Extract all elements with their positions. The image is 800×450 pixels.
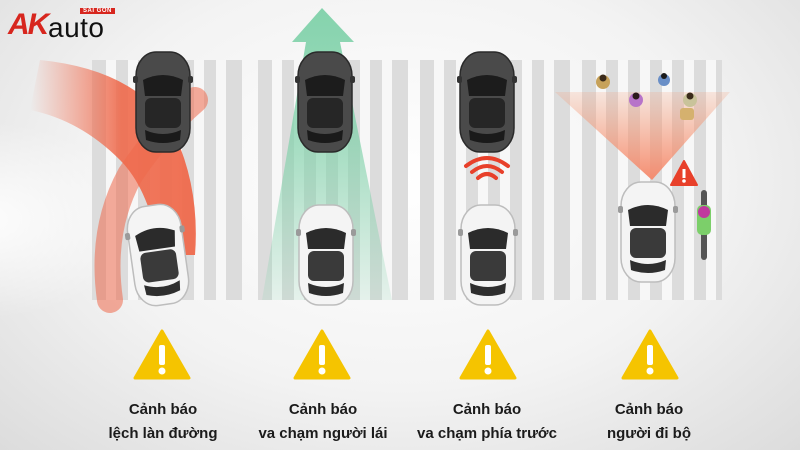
pedestrian-figures bbox=[596, 73, 697, 120]
caption-line1: Cảnh báo bbox=[128, 401, 198, 418]
caption-driver-collision: Cảnh báo va chạm người lái bbox=[228, 398, 418, 446]
brand-mark: AK bbox=[8, 8, 49, 41]
caption-line2: người đi bộ bbox=[606, 425, 691, 442]
caption-line2: va chạm phía trước bbox=[417, 425, 557, 442]
caption-line1: Cảnh báo bbox=[614, 401, 684, 418]
caption-line2: lệch làn đường bbox=[108, 425, 218, 442]
caption-lane-departure: Cảnh báo lệch làn đường bbox=[68, 398, 258, 446]
bicycle-rider bbox=[697, 190, 711, 260]
caption-pedestrian: Cảnh báo người đi bộ bbox=[554, 398, 744, 446]
caption-line1: Cảnh báo bbox=[452, 401, 522, 418]
small-warning-icon bbox=[670, 160, 698, 186]
car-white-3 bbox=[457, 204, 519, 306]
radar-waves-icon bbox=[464, 156, 510, 180]
warning-triangle-icon bbox=[293, 329, 351, 380]
brand-logo: AK SÀI GÒN auto bbox=[8, 6, 128, 44]
car-dark-3 bbox=[456, 51, 518, 153]
car-dark-1 bbox=[132, 51, 194, 153]
brand-sub: SÀI GÒN bbox=[80, 8, 115, 14]
car-white-2 bbox=[295, 204, 357, 306]
caption-front-collision: Cảnh báo va chạm phía trước bbox=[392, 398, 582, 446]
caption-line2: va chạm người lái bbox=[258, 425, 388, 442]
caption-line1: Cảnh báo bbox=[288, 401, 358, 418]
warning-triangle-icon bbox=[621, 329, 679, 380]
warning-triangle-icon bbox=[459, 329, 517, 380]
warning-triangle-icon bbox=[133, 329, 191, 380]
car-dark-2 bbox=[294, 51, 356, 153]
collision-arrow bbox=[262, 8, 392, 300]
brand-word: auto bbox=[48, 12, 105, 43]
car-white-4 bbox=[617, 181, 679, 283]
